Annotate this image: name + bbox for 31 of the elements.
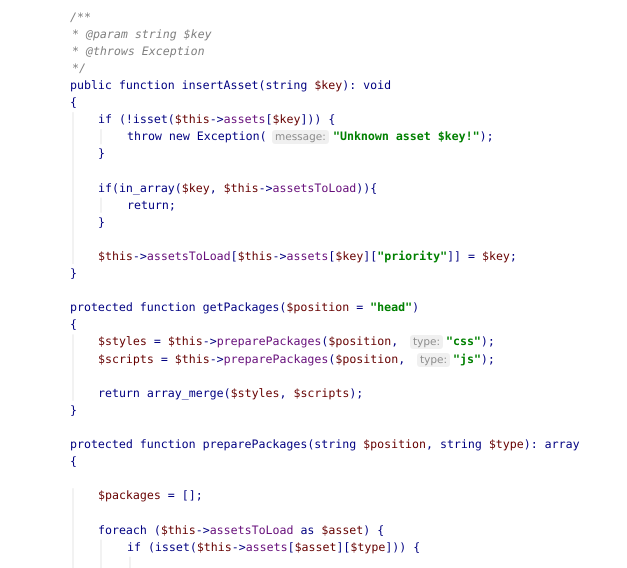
- code-line: if (isset($this->assets[$asset][$type])) {: [127, 540, 420, 555]
- parameter-hint: type:: [410, 335, 443, 350]
- code-line: $styles = $this->preparePackages($position,: [98, 334, 398, 350]
- code-line: {: [70, 95, 77, 110]
- doc-comment-line: */: [72, 60, 86, 76]
- code-line: public function insertAsset(string $key): void: [70, 78, 392, 93]
- code-line: if(in_array($key, $this->assetsToLoad)){: [98, 180, 378, 196]
- code-line: $packages = [];: [98, 488, 203, 504]
- code-line: $this->assetsToLoad[$this->assets[$key]["priority"]] = $key;: [98, 248, 517, 264]
- code-line: "css");: [446, 334, 495, 350]
- code-line: }: [98, 214, 105, 230]
- code-line: if (!isset($this->assets[$key])) {: [98, 112, 336, 128]
- code-line: "js");: [453, 352, 495, 366]
- code-line: protected function getPackages($position = "head"): [70, 300, 420, 316]
- code-line: "Unknown asset $key!");: [333, 129, 494, 144]
- code-line: foreach ($this->assetsToLoad as $asset) {: [98, 522, 384, 538]
- parameter-hint: type:: [417, 352, 450, 366]
- code-line: }: [70, 402, 77, 418]
- code-line: return array_merge($styles, $scripts);: [98, 386, 364, 401]
- code-line: return;: [127, 198, 176, 213]
- code-line: }: [98, 146, 105, 162]
- code-line: }: [70, 266, 77, 281]
- doc-comment-line: * @param string $key: [72, 26, 212, 42]
- code-line: {: [70, 317, 77, 332]
- doc-comment-line: /**: [70, 10, 91, 24]
- code-line: protected function preparePackages(string $position, string $type): array: [70, 437, 580, 452]
- doc-comment-line: * @throws Exception: [72, 44, 205, 59]
- code-line: $scripts = $this->preparePackages($position,: [98, 352, 406, 366]
- parameter-hint: message:: [272, 130, 329, 144]
- code-line: throw new Exception(: [127, 129, 267, 144]
- code-line: {: [70, 454, 77, 470]
